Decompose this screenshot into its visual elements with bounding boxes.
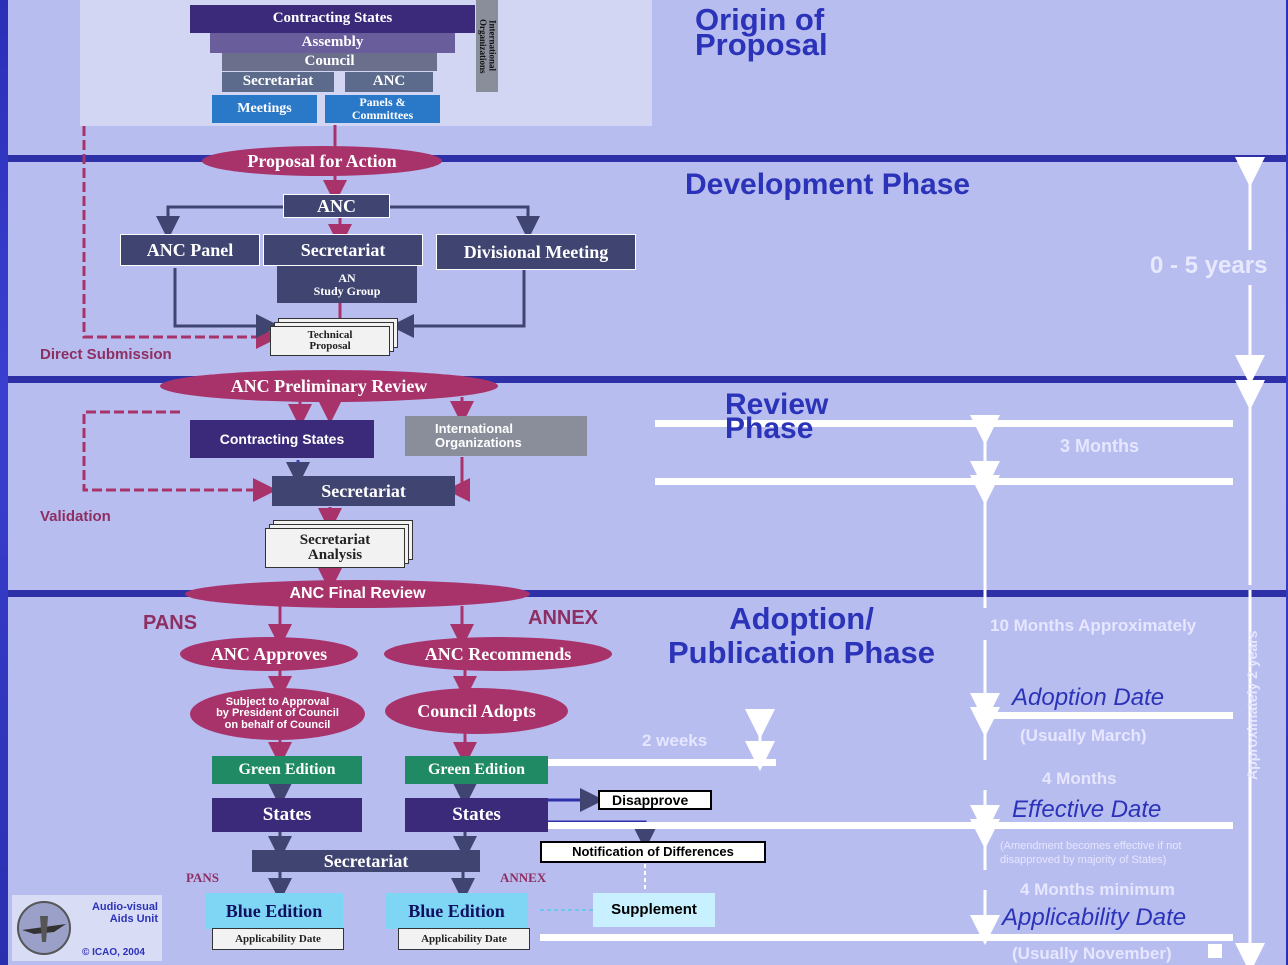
nav-square[interactable]: [1208, 944, 1222, 958]
review-end-bar: [655, 478, 1233, 485]
icao-logo-icon: [17, 901, 71, 955]
pans-label: PANS: [143, 612, 198, 634]
pans-small-label: PANS: [186, 870, 219, 885]
usually-november-label: (Usually November): [1012, 944, 1172, 963]
supplement-box: Supplement: [593, 893, 715, 927]
anc-approves: ANC Approves: [180, 637, 358, 671]
applicability-doc-annex: Applicability Date: [398, 928, 530, 950]
assembly-box: Assembly: [210, 33, 455, 53]
study-group-box: AN Study Group: [277, 266, 417, 303]
divider-adoption: [8, 590, 1286, 597]
dev-duration-label: 0 - 5 years: [1150, 252, 1268, 279]
validation-label: Validation: [40, 508, 111, 525]
technical-proposal-doc: Technical Proposal: [270, 326, 390, 356]
proposal-for-action: Proposal for Action: [202, 146, 442, 176]
anc-preliminary-review: ANC Preliminary Review: [160, 370, 498, 402]
council-adopts: Council Adopts: [385, 688, 568, 734]
applicability-doc-pans: Applicability Date: [212, 928, 344, 950]
two-weeks-label: 2 weeks: [642, 731, 708, 750]
states-annex-box: States: [405, 798, 548, 832]
amendment-note: (Amendment becomes effective if not disa…: [1000, 840, 1182, 866]
applicability-date-bar: [540, 934, 1233, 941]
green-edition-annex: Green Edition: [405, 756, 548, 784]
phase-review-title: Review Phase: [725, 388, 829, 445]
av-unit-label: Audio-visual Aids Unit: [91, 901, 158, 925]
origin-secretariat-box: Secretariat: [222, 72, 334, 92]
subject-to-approval: Subject to Approval by President of Coun…: [190, 688, 365, 740]
four-months-min-label: 4 Months minimum: [1020, 880, 1175, 899]
direct-submission-label: Direct Submission: [40, 346, 172, 363]
divider-development: [8, 155, 1286, 162]
phase-adoption-title: Adoption/ Publication Phase: [668, 601, 936, 671]
anc-panel-box: ANC Panel: [120, 234, 260, 266]
review-secretariat-box: Secretariat: [272, 476, 455, 506]
review-start-bar: [655, 420, 1233, 427]
anc-final-review: ANC Final Review: [185, 580, 530, 608]
phase-development-title: Development Phase: [685, 168, 971, 201]
adoption-date-label: Adoption Date: [1012, 684, 1165, 711]
blue-edition-annex: Blue Edition: [385, 893, 528, 929]
copyright-label: © ICAO, 2004: [82, 947, 145, 958]
anc-box: ANC: [283, 194, 390, 218]
anc-recommends: ANC Recommends: [384, 637, 612, 671]
intl-orgs-vertical-box: International Organizations: [476, 0, 498, 92]
panels-committees-box: Panels & Committees: [325, 95, 440, 123]
green-edition-bar: [548, 759, 776, 766]
dev-secretariat-box: Secretariat: [263, 234, 423, 266]
applicability-date-label: Applicability Date: [1002, 904, 1187, 931]
four-months-label: 4 Months: [1042, 769, 1117, 788]
secretariat-analysis-doc: Secretariat Analysis: [265, 528, 405, 568]
notification-of-differences-box: Notification of Differences: [540, 841, 766, 863]
divider-review: [8, 376, 1286, 383]
icao-footer: Audio-visual Aids Unit © ICAO, 2004: [12, 895, 162, 961]
divisional-meeting-box: Divisional Meeting: [436, 234, 636, 270]
green-edition-pans: Green Edition: [212, 756, 362, 784]
effective-date-bar: [548, 822, 1233, 829]
adoption-secretariat-box: Secretariat: [252, 850, 480, 872]
annex-small-label: ANNEX: [500, 870, 547, 885]
adoption-date-bar: [985, 712, 1233, 719]
three-months-label: 3 Months: [1060, 436, 1139, 456]
annex-label: ANNEX: [528, 607, 599, 629]
phase-origin-title: Origin of Proposal: [695, 2, 828, 62]
ten-months-label: 10 Months Approximately: [990, 616, 1197, 635]
review-contracting-states-box: Contracting States: [190, 420, 374, 458]
review-intl-orgs-box: International Organizations: [405, 416, 587, 456]
contracting-states-box: Contracting States: [190, 5, 475, 33]
disapprove-box: Disapprove: [598, 790, 712, 810]
approx-two-years-label: Approximately 2 years: [1244, 630, 1260, 780]
usually-march-label: (Usually March): [1020, 726, 1147, 745]
council-box: Council: [222, 53, 437, 71]
origin-anc-box: ANC: [345, 72, 433, 92]
meetings-box: Meetings: [212, 95, 317, 123]
blue-edition-pans: Blue Edition: [205, 893, 343, 929]
states-pans-box: States: [212, 798, 362, 832]
effective-date-label: Effective Date: [1012, 796, 1162, 823]
